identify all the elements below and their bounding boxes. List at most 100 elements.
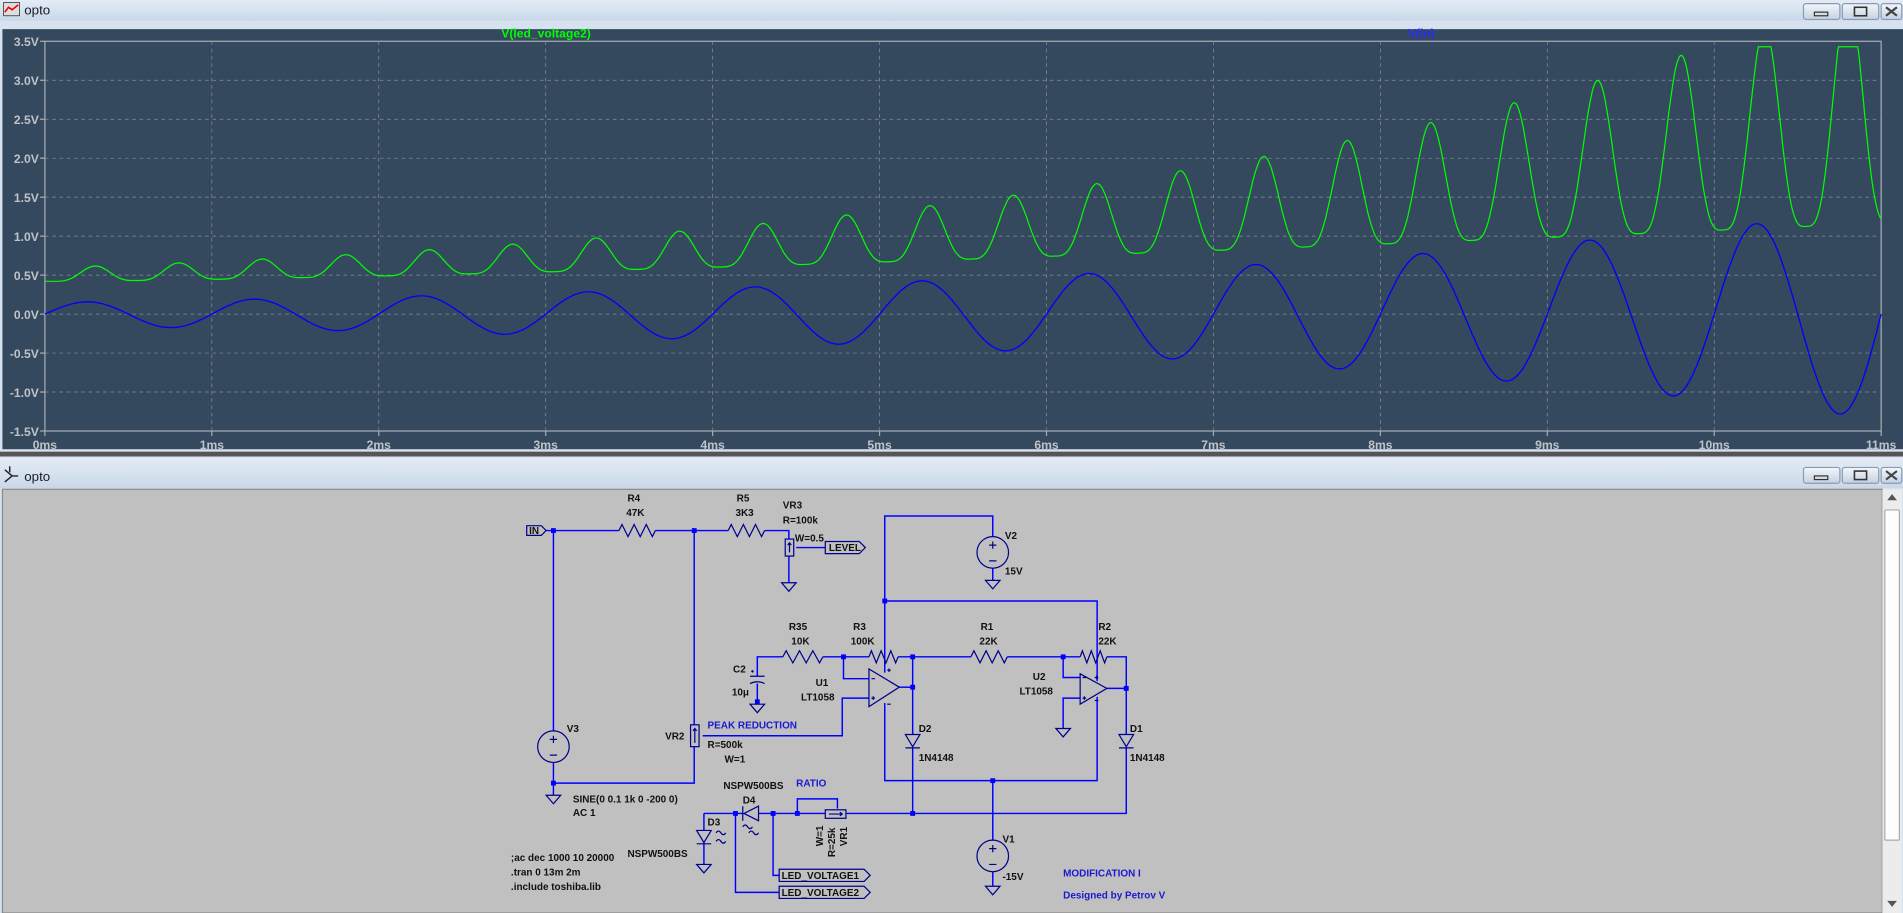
x-tick-label: 1ms	[200, 438, 225, 452]
vr3-r: R=100k	[783, 515, 819, 526]
led-d4[interactable]	[742, 805, 760, 836]
r5-name: R5	[737, 493, 750, 504]
y-tick-label: 0.5V	[14, 269, 39, 283]
vr3-name: VR3	[783, 501, 803, 512]
diode-d1[interactable]	[1117, 733, 1135, 749]
schematic-window-title: opto	[24, 469, 50, 484]
voltage-source-v2[interactable]	[976, 536, 1010, 569]
component-labels: R4 47K R5 3K3 VR3 R=100k W=0.5 V2 15V R3…	[567, 493, 1165, 883]
y-tick-label: 2.0V	[14, 152, 39, 166]
d2-name: D2	[919, 724, 932, 735]
d4-name: D4	[743, 796, 756, 807]
r1-name: R1	[981, 622, 994, 633]
x-tick-label: 0ms	[33, 438, 58, 452]
d3-model: NSPW500BS	[627, 849, 688, 860]
potentiometer-vr1[interactable]	[824, 809, 847, 819]
plot-pane[interactable]	[2, 29, 1903, 450]
vr3-w: W=0.5	[795, 533, 824, 544]
d3-name: D3	[708, 818, 721, 829]
vr2-w: W=1	[725, 754, 746, 765]
led-d3[interactable]	[695, 829, 727, 845]
resistor-r4[interactable]	[618, 523, 656, 538]
schematic-close-button[interactable]	[1880, 466, 1903, 484]
vr2-label: PEAK REDUCTION	[708, 720, 797, 731]
spice-directives[interactable]: ;ac dec 1000 10 20000 .tran 0 13m 2m .in…	[511, 853, 615, 893]
r2-name: R2	[1098, 622, 1111, 633]
c2-value: 10μ	[732, 688, 749, 699]
directive-tran[interactable]: .tran 0 13m 2m	[511, 867, 581, 878]
d4-model: NSPW500BS	[723, 781, 784, 792]
trace-label-vin[interactable]: V(in)	[1408, 27, 1435, 41]
net-label-led-voltage2[interactable]: LED_VOLTAGE2	[778, 885, 872, 900]
y-tick-label: 1.5V	[14, 191, 39, 205]
r35-name: R35	[789, 622, 808, 633]
vr2-r: R=500k	[708, 740, 744, 751]
directive-ac[interactable]: ;ac dec 1000 10 20000	[511, 853, 615, 864]
wires	[546, 515, 1127, 894]
schematic-minimize-button[interactable]	[1802, 466, 1841, 484]
d2-model: 1N4148	[919, 753, 954, 764]
vr1-w: W=1	[815, 825, 826, 846]
trace-vin[interactable]	[44, 223, 1882, 415]
v3-source: SINE(0 0.1 1k 0 -200 0)	[573, 795, 678, 806]
c2-name: C2	[733, 665, 746, 676]
u1-name: U1	[816, 678, 829, 689]
x-tick-label: 6ms	[1034, 438, 1059, 452]
resistor-r35[interactable]	[782, 649, 824, 665]
net-label-in[interactable]: IN	[526, 525, 547, 537]
resistor-r1[interactable]	[970, 649, 1008, 665]
x-tick-label: 8ms	[1368, 438, 1393, 452]
vr1-r: R=25k	[827, 827, 838, 857]
schematic-icon	[4, 466, 19, 483]
potentiometer-vr3[interactable]	[784, 538, 795, 557]
x-tick-label: 3ms	[534, 438, 559, 452]
scroll-up-arrow-icon[interactable]	[1887, 494, 1897, 501]
voltage-source-v1[interactable]	[976, 839, 1010, 873]
schematic-restore-button[interactable]	[1841, 466, 1880, 484]
waveform-restore-button[interactable]	[1841, 3, 1880, 21]
schematic-canvas[interactable]	[1, 488, 1883, 913]
y-tick-label: 3.0V	[14, 74, 39, 88]
waveform-minimize-button[interactable]	[1802, 3, 1841, 21]
waveform-close-button[interactable]	[1880, 3, 1903, 21]
net-label-level-text: LEVEL	[829, 543, 861, 554]
x-tick-label: 9ms	[1535, 438, 1560, 452]
y-tick-label: -1.5V	[10, 425, 39, 439]
vertical-scrollbar[interactable]	[1882, 489, 1902, 913]
v3-name: V3	[567, 724, 580, 735]
v2-name: V2	[1005, 531, 1018, 542]
window-divider	[0, 451, 1903, 457]
schematic-titlebar[interactable]	[0, 457, 1903, 489]
x-tick-label: 4ms	[700, 438, 725, 452]
waveform-window: opto 3.5V3.0V2.5V2.0V1.5V1.0V0.5V0.0V-0.…	[0, 0, 1903, 452]
resistor-r2[interactable]	[1079, 648, 1108, 665]
capacitor-c2[interactable]	[749, 670, 765, 685]
x-tick-label: 11ms	[1866, 438, 1897, 452]
opamp-u2[interactable]	[1079, 672, 1109, 706]
opamp-u1[interactable]	[868, 667, 901, 708]
v1-name: V1	[1002, 835, 1015, 846]
potentiometer-vr2[interactable]	[689, 724, 700, 748]
r3-value: 100K	[851, 637, 876, 648]
net-label-led-voltage1[interactable]: LED_VOLTAGE1	[778, 868, 872, 883]
scrollbar-thumb[interactable]	[1884, 509, 1900, 841]
v2-value: 15V	[1005, 566, 1023, 577]
scroll-down-arrow-icon[interactable]	[1887, 900, 1897, 907]
plot-area[interactable]: 3.5V3.0V2.5V2.0V1.5V1.0V0.5V0.0V-0.5V-1.…	[10, 35, 1897, 452]
vr1-label: RATIO	[796, 779, 826, 790]
net-label-level[interactable]: LEVEL	[824, 540, 867, 555]
waveform-titlebar[interactable]	[0, 0, 1903, 21]
trace-label-led-voltage2[interactable]: V(led_voltage2)	[501, 27, 591, 41]
directive-include[interactable]: .include toshiba.lib	[511, 882, 601, 893]
net-label-in-text: IN	[529, 526, 539, 537]
y-tick-label: -0.5V	[10, 347, 39, 361]
resistor-r5[interactable]	[727, 523, 766, 538]
resistor-r3[interactable]	[868, 649, 899, 665]
schematic-window: opto	[0, 457, 1903, 913]
diode-d2[interactable]	[904, 733, 922, 749]
voltage-source-v3[interactable]	[537, 730, 570, 764]
waveform-window-title: opto	[24, 3, 50, 18]
net-label-led-voltage1-text: LED_VOLTAGE1	[782, 871, 860, 882]
trace-led-voltage2[interactable]	[44, 46, 1882, 282]
